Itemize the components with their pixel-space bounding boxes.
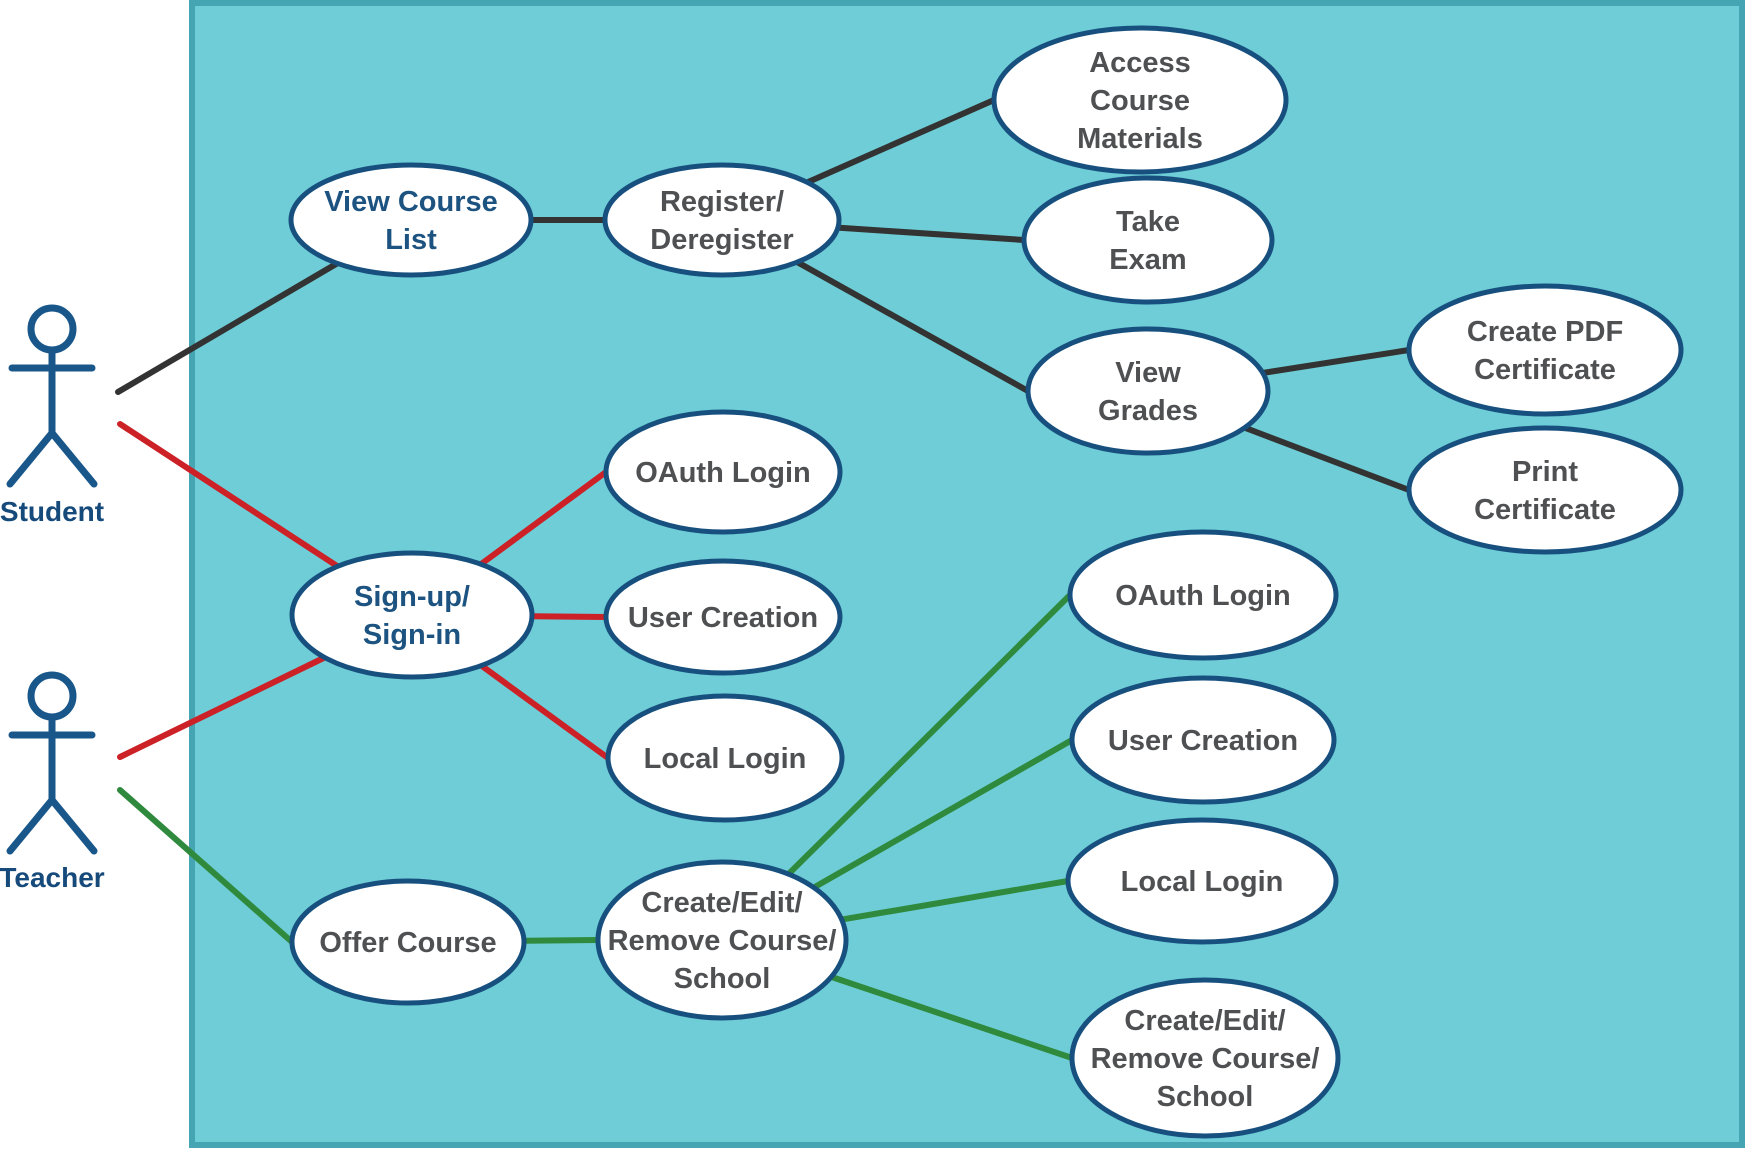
offer-course-ellipse (289, 878, 527, 1006)
connector-ce1-ce2 (828, 973, 1075, 1061)
connector-ce1-oauth-2 (785, 592, 1073, 878)
actor-student: Student (0, 304, 104, 527)
offer-course-label: Offer Course (319, 927, 496, 959)
connector-ce1-user-creation-2 (810, 737, 1075, 891)
use-case-create-edit-remove-1: Create/Edit/Remove Course/School (595, 859, 849, 1021)
create-edit-remove-1-ellipse (595, 859, 849, 1021)
access-course-materials-ellipse (991, 25, 1289, 175)
oauth-login-1-label: OAuth Login (635, 457, 811, 489)
connector-register-take-exam (834, 224, 1027, 243)
sign-up-sign-in-label: Sign-up/Sign-in (354, 581, 470, 651)
teacher-figure (6, 671, 98, 855)
connector-student-sign-up (117, 421, 341, 570)
connector-teacher-sign-up (117, 654, 328, 760)
user-creation-2-label: User Creation (1108, 725, 1298, 757)
student-label: Student (0, 496, 104, 527)
use-case-local-login-2: Local Login (1065, 817, 1339, 945)
connector-sign-up-oauth-1 (477, 469, 609, 568)
connector-sign-up-user-creation-1 (528, 613, 609, 620)
connector-view-grades-print (1241, 424, 1412, 493)
create-edit-remove-1-label: Create/Edit/Remove Course/School (608, 887, 837, 995)
teacher-head (27, 671, 77, 721)
use-case-oauth-login-2: OAuth Login (1067, 529, 1339, 661)
create-edit-remove-2-label: Create/Edit/Remove Course/School (1091, 1005, 1320, 1113)
take-exam-ellipse (1021, 175, 1275, 305)
use-case-create-edit-remove-2: Create/Edit/Remove Course/School (1069, 977, 1341, 1139)
use-case-register-deregister: Register/Deregister (602, 162, 842, 278)
actor-teacher: Teacher (0, 671, 105, 893)
user-creation-2-ellipse (1069, 675, 1337, 805)
use-case-user-creation-2: User Creation (1069, 675, 1337, 805)
connector-register-access (804, 97, 997, 186)
connector-register-view-grades (794, 259, 1031, 394)
create-edit-remove-2-ellipse (1069, 977, 1341, 1139)
local-login-2-label: Local Login (1121, 866, 1284, 898)
oauth-login-2-label: OAuth Login (1115, 580, 1291, 612)
teacher-label: Teacher (0, 862, 105, 893)
connector-student-view-course-list (115, 260, 341, 395)
create-pdf-certificate-ellipse (1406, 283, 1684, 417)
connector-offer-course-ce1 (520, 937, 601, 944)
oauth-login-2-ellipse (1067, 529, 1339, 661)
use-case-offer-course: Offer Course (289, 878, 527, 1006)
user-creation-1-label: User Creation (628, 602, 818, 634)
student-right-leg (48, 429, 98, 488)
connector-ce1-local-login-2 (838, 878, 1071, 923)
use-case-oauth-login-1: OAuth Login (603, 409, 843, 535)
view-grades-ellipse (1025, 326, 1271, 456)
connector-sign-up-local-login-1 (478, 662, 611, 761)
local-login-2-ellipse (1065, 817, 1339, 945)
user-creation-1-ellipse (603, 558, 843, 676)
local-login-1-label: Local Login (644, 743, 807, 775)
use-case-sign-up-sign-in: Sign-up/Sign-in (289, 550, 535, 680)
register-deregister-label: Register/Deregister (650, 186, 793, 256)
use-case-user-creation-1: User Creation (603, 558, 843, 676)
connector-view-grades-create-pdf (1259, 347, 1412, 376)
sign-up-sign-in-ellipse (289, 550, 535, 680)
student-left-leg (6, 429, 56, 488)
view-course-list-ellipse (288, 162, 534, 278)
local-login-1-ellipse (605, 693, 845, 823)
student-figure (6, 304, 98, 488)
print-certificate-ellipse (1406, 425, 1684, 555)
register-deregister-ellipse (602, 162, 842, 278)
teacher-left-leg (6, 796, 56, 855)
connector-teacher-offer-course (117, 787, 295, 945)
oauth-login-1-ellipse (603, 409, 843, 535)
use-case-local-login-1: Local Login (605, 693, 845, 823)
teacher-right-leg (48, 796, 98, 855)
student-head (27, 304, 77, 354)
